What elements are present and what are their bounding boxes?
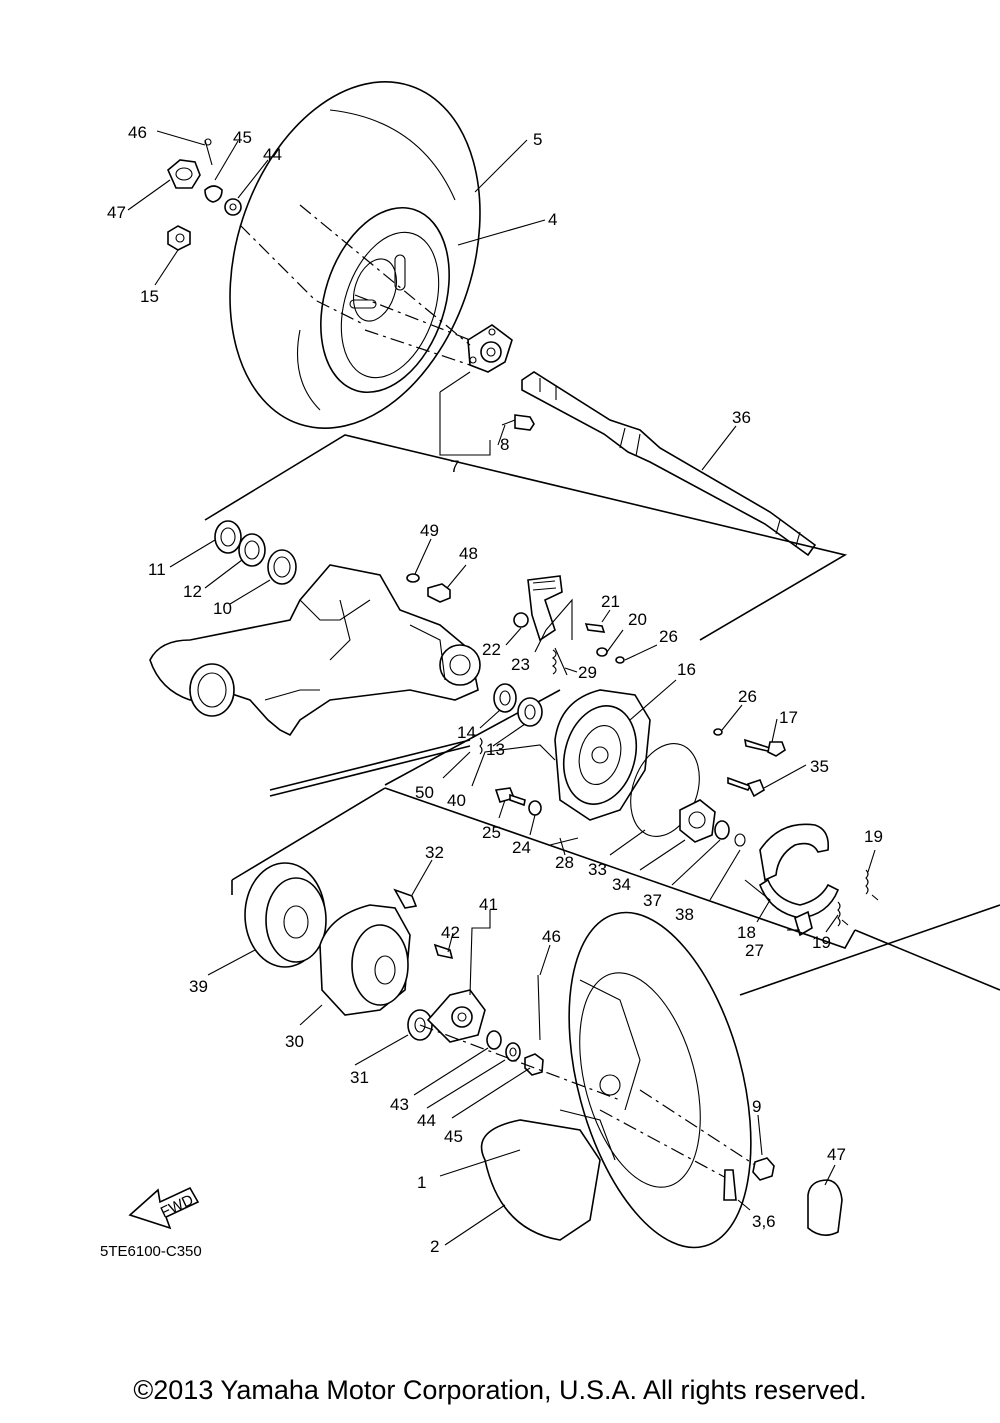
callout-19-top: 19 bbox=[864, 827, 883, 846]
callout-36: 36 bbox=[732, 408, 751, 427]
callout-34: 34 bbox=[612, 875, 631, 894]
brake-shoes bbox=[759, 823, 879, 937]
callout-9: 9 bbox=[752, 1097, 761, 1116]
callout-27: 27 bbox=[745, 941, 764, 960]
callout-41: 41 bbox=[479, 895, 498, 914]
callout-24: 24 bbox=[512, 838, 531, 857]
bolts-17-35 bbox=[713, 728, 786, 798]
tire-lower bbox=[480, 911, 752, 1249]
callout-31: 31 bbox=[350, 1068, 369, 1087]
seal-plate-group bbox=[630, 743, 746, 847]
brake-drum bbox=[244, 862, 327, 968]
callout-47: 47 bbox=[107, 203, 126, 222]
callout-15: 15 bbox=[140, 287, 159, 306]
callout-39: 39 bbox=[189, 977, 208, 996]
callout-20: 20 bbox=[628, 610, 647, 629]
callout-23: 23 bbox=[511, 655, 530, 674]
wheel-hub-upper bbox=[467, 324, 535, 431]
callout-labels: 46 45 44 47 15 5 4 8 7 36 49 48 11 12 10… bbox=[107, 123, 883, 1256]
leader-lines bbox=[127, 130, 876, 1246]
callout-10: 10 bbox=[213, 599, 232, 618]
callout-44-lower: 44 bbox=[417, 1111, 436, 1130]
callout-5: 5 bbox=[533, 130, 542, 149]
valve-and-nuts bbox=[723, 1157, 843, 1236]
swing-arm bbox=[149, 564, 481, 737]
brake-cam-lever bbox=[513, 575, 625, 676]
callout-13: 13 bbox=[486, 740, 505, 759]
callout-17: 17 bbox=[779, 708, 798, 727]
callout-32: 32 bbox=[425, 843, 444, 862]
callout-1: 1 bbox=[417, 1173, 426, 1192]
forward-arrow: FWD bbox=[128, 1186, 200, 1230]
bolts-25-24-28 bbox=[494, 787, 579, 846]
callout-25: 25 bbox=[482, 823, 501, 842]
bolt-48 bbox=[406, 573, 451, 603]
callout-43: 43 bbox=[390, 1095, 409, 1114]
callout-11: 11 bbox=[148, 560, 166, 579]
washers-lower bbox=[486, 974, 544, 1076]
callout-16: 16 bbox=[677, 660, 696, 679]
diagram-code: 5TE6100-C350 bbox=[100, 1243, 202, 1260]
callout-22: 22 bbox=[482, 640, 501, 659]
wheel-hub-lower bbox=[426, 943, 486, 1043]
callout-14: 14 bbox=[457, 723, 476, 742]
callout-46-lower: 46 bbox=[542, 927, 561, 946]
bolt-32 bbox=[393, 888, 418, 909]
brake-housing bbox=[554, 689, 651, 821]
callout-4: 4 bbox=[548, 210, 557, 229]
callout-38: 38 bbox=[675, 905, 694, 924]
callout-8: 8 bbox=[500, 435, 509, 454]
callout-48: 48 bbox=[459, 544, 478, 563]
callout-47-lower: 47 bbox=[827, 1145, 846, 1164]
callout-44: 44 bbox=[263, 145, 282, 164]
rear-axle bbox=[521, 371, 817, 557]
callout-26-top: 26 bbox=[659, 627, 678, 646]
callout-7: 7 bbox=[450, 457, 459, 476]
callout-18: 18 bbox=[737, 923, 756, 942]
callout-30: 30 bbox=[285, 1032, 304, 1051]
callout-42: 42 bbox=[441, 923, 460, 942]
callout-2: 2 bbox=[430, 1237, 439, 1256]
callout-29: 29 bbox=[578, 663, 597, 682]
callout-35: 35 bbox=[810, 757, 829, 776]
copyright-notice: ©2013 Yamaha Motor Corporation, U.S.A. A… bbox=[133, 1375, 867, 1405]
callout-21: 21 bbox=[601, 592, 620, 611]
upper-nut-group bbox=[167, 138, 242, 251]
callout-49: 49 bbox=[420, 521, 439, 540]
callout-26-mid: 26 bbox=[738, 687, 757, 706]
callout-12: 12 bbox=[183, 582, 202, 601]
callout-45-lower: 45 bbox=[444, 1127, 463, 1146]
callout-46: 46 bbox=[128, 123, 147, 142]
callout-37: 37 bbox=[643, 891, 662, 910]
brake-cover bbox=[319, 904, 433, 1041]
callout-19-bottom: 19 bbox=[812, 933, 831, 952]
bearings-14-13 bbox=[493, 683, 543, 727]
callout-3-6: 3,6 bbox=[752, 1212, 776, 1231]
callout-40: 40 bbox=[447, 791, 466, 810]
pipe-50 bbox=[269, 737, 483, 797]
callout-33: 33 bbox=[588, 860, 607, 879]
tire-upper bbox=[229, 81, 481, 429]
callout-45: 45 bbox=[233, 128, 252, 147]
callout-50: 50 bbox=[415, 783, 434, 802]
callout-28: 28 bbox=[555, 853, 574, 872]
bearing-seal-set bbox=[214, 520, 297, 585]
